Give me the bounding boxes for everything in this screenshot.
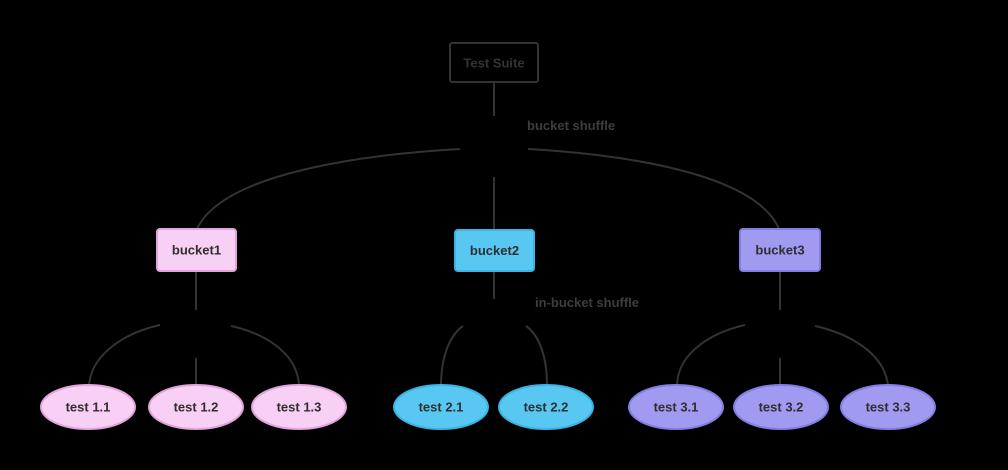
edge-bucket2-to-test-2-2 bbox=[525, 325, 548, 386]
test-1-3-label: test 1.3 bbox=[277, 400, 322, 415]
test-1-3-node: test 1.3 bbox=[251, 384, 347, 430]
bucket2-node: bucket2 bbox=[454, 229, 535, 272]
test-2-2-ellipse bbox=[498, 384, 594, 430]
test-3-1-ellipse bbox=[628, 384, 724, 430]
test-suite-node: Test Suite bbox=[449, 42, 539, 83]
test-2-2-node: test 2.2 bbox=[498, 384, 594, 430]
edge-label-in-bucket-shuffle: in-bucket shuffle bbox=[535, 295, 639, 310]
test-suite-label: Test Suite bbox=[463, 56, 524, 71]
test-1-1-ellipse bbox=[40, 384, 136, 430]
bucket3-box bbox=[739, 228, 821, 272]
edge-bucket3-to-test-3-3 bbox=[814, 325, 889, 386]
bucket2-box bbox=[454, 229, 535, 272]
test-1-2-node: test 1.2 bbox=[148, 384, 244, 430]
bucket3-label: bucket3 bbox=[755, 243, 804, 258]
edge-bucket3-to-test-3-1 bbox=[676, 324, 746, 386]
test-1-1-label: test 1.1 bbox=[66, 400, 111, 415]
edge-bucket2-to-test-2-1 bbox=[440, 325, 464, 386]
test-2-1-label: test 2.1 bbox=[419, 400, 464, 415]
test-3-1-label: test 3.1 bbox=[654, 400, 699, 415]
edge-label-bucket-shuffle: bucket shuffle bbox=[527, 118, 615, 133]
test-1-2-label: test 1.2 bbox=[174, 400, 219, 415]
test-3-1-node: test 3.1 bbox=[628, 384, 724, 430]
test-2-2-label: test 2.2 bbox=[524, 400, 569, 415]
edges-bucket1-to-tests bbox=[88, 271, 300, 386]
edges-root-to-buckets bbox=[196, 82, 780, 230]
bucket1-box bbox=[156, 228, 237, 272]
test-1-2-ellipse bbox=[148, 384, 244, 430]
edges-bucket2-to-tests bbox=[440, 271, 548, 386]
test-3-3-label: test 3.3 bbox=[866, 400, 911, 415]
edges-bucket3-to-tests bbox=[676, 271, 889, 386]
test-3-2-ellipse bbox=[733, 384, 829, 430]
bucket3-node: bucket3 bbox=[739, 228, 821, 272]
bucket1-label: bucket1 bbox=[172, 243, 221, 258]
edge-root-to-bucket1 bbox=[196, 148, 461, 230]
bucket1-node: bucket1 bbox=[156, 228, 237, 272]
test-3-3-node: test 3.3 bbox=[840, 384, 936, 430]
test-3-3-ellipse bbox=[840, 384, 936, 430]
test-2-1-node: test 2.1 bbox=[393, 384, 489, 430]
test-suite-box bbox=[449, 42, 539, 83]
edge-root-to-bucket3 bbox=[527, 148, 780, 230]
bucket2-label: bucket2 bbox=[470, 243, 519, 258]
test-2-1-ellipse bbox=[393, 384, 489, 430]
test-1-1-node: test 1.1 bbox=[40, 384, 136, 430]
edge-bucket1-to-test-1-3 bbox=[230, 325, 300, 386]
edge-bucket1-to-test-1-1 bbox=[88, 324, 161, 386]
test-3-2-node: test 3.2 bbox=[733, 384, 829, 430]
test-1-3-ellipse bbox=[251, 384, 347, 430]
test-3-2-label: test 3.2 bbox=[759, 400, 804, 415]
